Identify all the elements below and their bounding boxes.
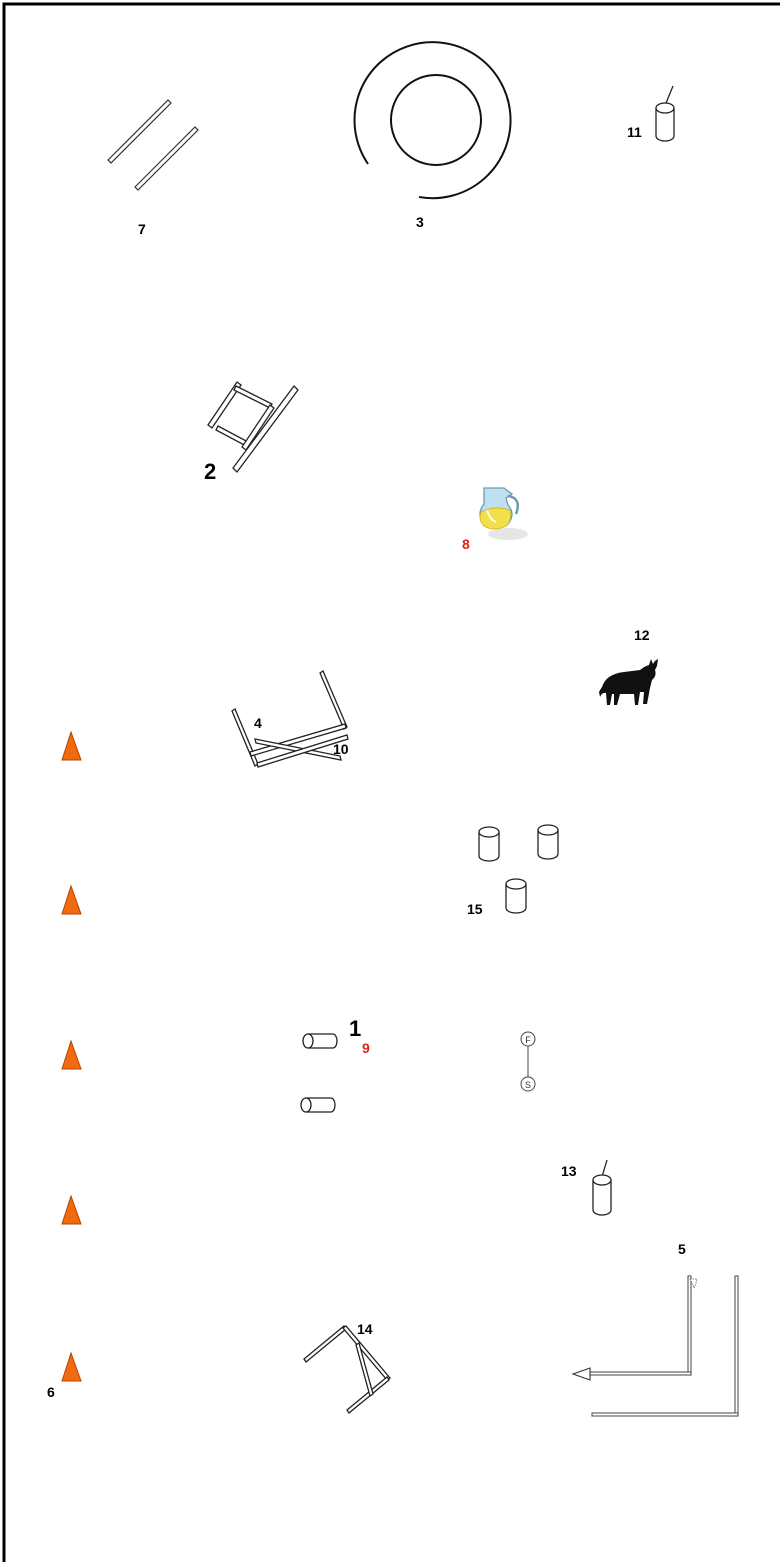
label-15: 15 (467, 902, 483, 916)
obstacle-7-poles-icon (108, 100, 198, 190)
barrel-icon (479, 827, 499, 861)
cones (62, 732, 81, 1381)
obstacle-4-chute-icon (232, 671, 348, 767)
label-9: 9 (362, 1041, 370, 1055)
traffic-cone-icon (62, 1353, 81, 1381)
label-11: 11 (627, 125, 642, 139)
label-1: 1 (349, 1018, 361, 1040)
obstacle-3-circle-arena-icon (355, 42, 511, 198)
label-7: 7 (138, 222, 146, 236)
obstacle-14-chute-icon (304, 1326, 390, 1413)
barrel-icon (538, 825, 558, 859)
marker-bottom-text: S (525, 1080, 531, 1090)
obstacle-1-lying-barrels (301, 1034, 337, 1112)
label-12: 12 (634, 628, 650, 642)
obstacle-13-barrel-icon (593, 1160, 611, 1215)
traffic-cone-icon (62, 732, 81, 760)
traffic-cone-icon (62, 1196, 81, 1224)
barrel-icon (303, 1034, 337, 1048)
label-5: 5 (678, 1242, 686, 1256)
obstacle-12-bull-silhouette-icon (599, 659, 658, 705)
obstacle-5-alley-icon (573, 1276, 738, 1416)
label-4: 4 (254, 716, 262, 730)
marker-top-text: F (525, 1035, 531, 1045)
obstacle-8-lemonade-jug-icon (480, 488, 528, 540)
obstacle-15-barrels (479, 825, 558, 913)
label-2: 2 (204, 461, 216, 483)
label-8: 8 (462, 537, 470, 551)
traffic-cone-icon (62, 1041, 81, 1069)
label-3: 3 (416, 215, 424, 229)
label-13: 13 (561, 1164, 577, 1178)
start-finish-markers: F S (521, 1032, 535, 1091)
frame-border (4, 4, 780, 1562)
label-14: 14 (357, 1322, 373, 1336)
barrel-icon (301, 1098, 335, 1112)
label-10: 10 (333, 742, 349, 756)
obstacle-2-jump-icon (208, 382, 298, 472)
obstacle-11-barrel-icon (656, 86, 674, 141)
barrel-icon (506, 879, 526, 913)
label-6: 6 (47, 1385, 55, 1399)
traffic-cone-icon (62, 886, 81, 914)
